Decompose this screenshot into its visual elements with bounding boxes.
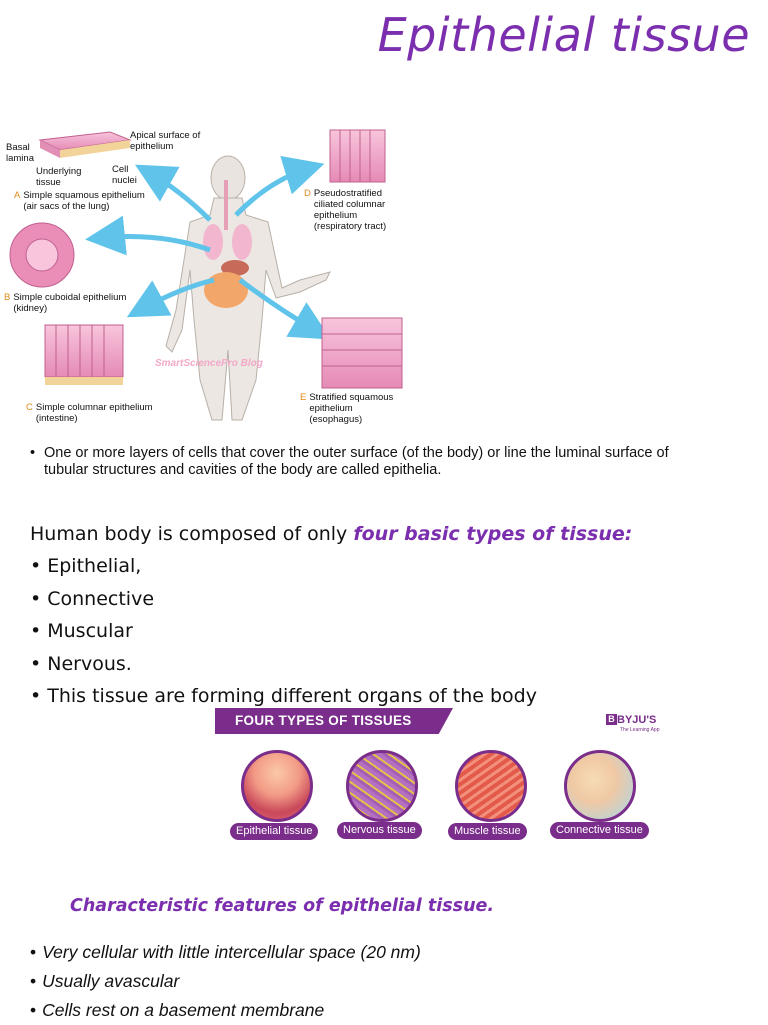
features-title: Characteristic features of epithelial ti…	[70, 896, 495, 916]
label-nuclei: Cell nuclei	[112, 164, 137, 186]
label-underlying: Underlying tissue	[36, 166, 82, 188]
epithelial-tissue-image	[241, 750, 313, 822]
squamous-tissue	[38, 131, 132, 158]
columnar-tissue	[44, 324, 124, 385]
intro-text: One or more layers of cells that cover t…	[44, 445, 669, 478]
intro-paragraph: • One or more layers of cells that cover…	[30, 445, 690, 479]
list-item: • Epithelial,	[30, 555, 142, 578]
list-item: • This tissue are forming different orga…	[30, 685, 537, 708]
stratified-tissue	[321, 317, 403, 389]
connective-tissue-image	[564, 750, 636, 822]
list-item: • Nervous.	[30, 652, 132, 675]
list-item: •Very cellular with little intercellular…	[30, 942, 421, 962]
label-connective-tissue: Connective tissue	[550, 822, 649, 839]
label-apical: Apical surface of epithelium	[130, 130, 201, 152]
types-lead-emphasis: four basic types of tissue:	[353, 523, 633, 545]
arrows	[85, 156, 331, 340]
list-item: • Connective	[30, 587, 155, 610]
types-lead: Human body is composed of only four basi…	[30, 523, 633, 545]
label-muscle-tissue: Muscle tissue	[448, 823, 527, 840]
list-item: • Muscular	[30, 620, 133, 643]
pseudostratified-tissue	[329, 129, 386, 183]
label-nervous-tissue: Nervous tissue	[337, 822, 422, 839]
epithelium-diagram: Apical surface of epithelium Basal lamin…	[0, 120, 420, 440]
label-basal: Basal lamina	[6, 142, 34, 164]
human-figure	[165, 155, 331, 421]
cuboidal-tissue	[9, 222, 75, 288]
label-epithelial-tissue: Epithelial tissue	[230, 823, 319, 840]
nervous-tissue-image	[346, 750, 418, 822]
infographic-banner: FOUR TYPES OF TISSUES	[215, 708, 453, 734]
page-title: Epithelial tissue	[377, 8, 750, 62]
bullet: •	[30, 445, 36, 461]
list-item: •Cells rest on a basement membrane	[30, 1000, 325, 1020]
features-list: •Very cellular with little intercellular…	[30, 938, 421, 1025]
watermark: SmartSciencePro Blog	[155, 358, 263, 369]
list-item: •Usually avascular	[30, 971, 180, 991]
epithelium-illustration	[9, 129, 403, 421]
tissue-types: Human body is composed of only four basi…	[30, 518, 632, 712]
muscle-tissue-image	[455, 750, 527, 822]
